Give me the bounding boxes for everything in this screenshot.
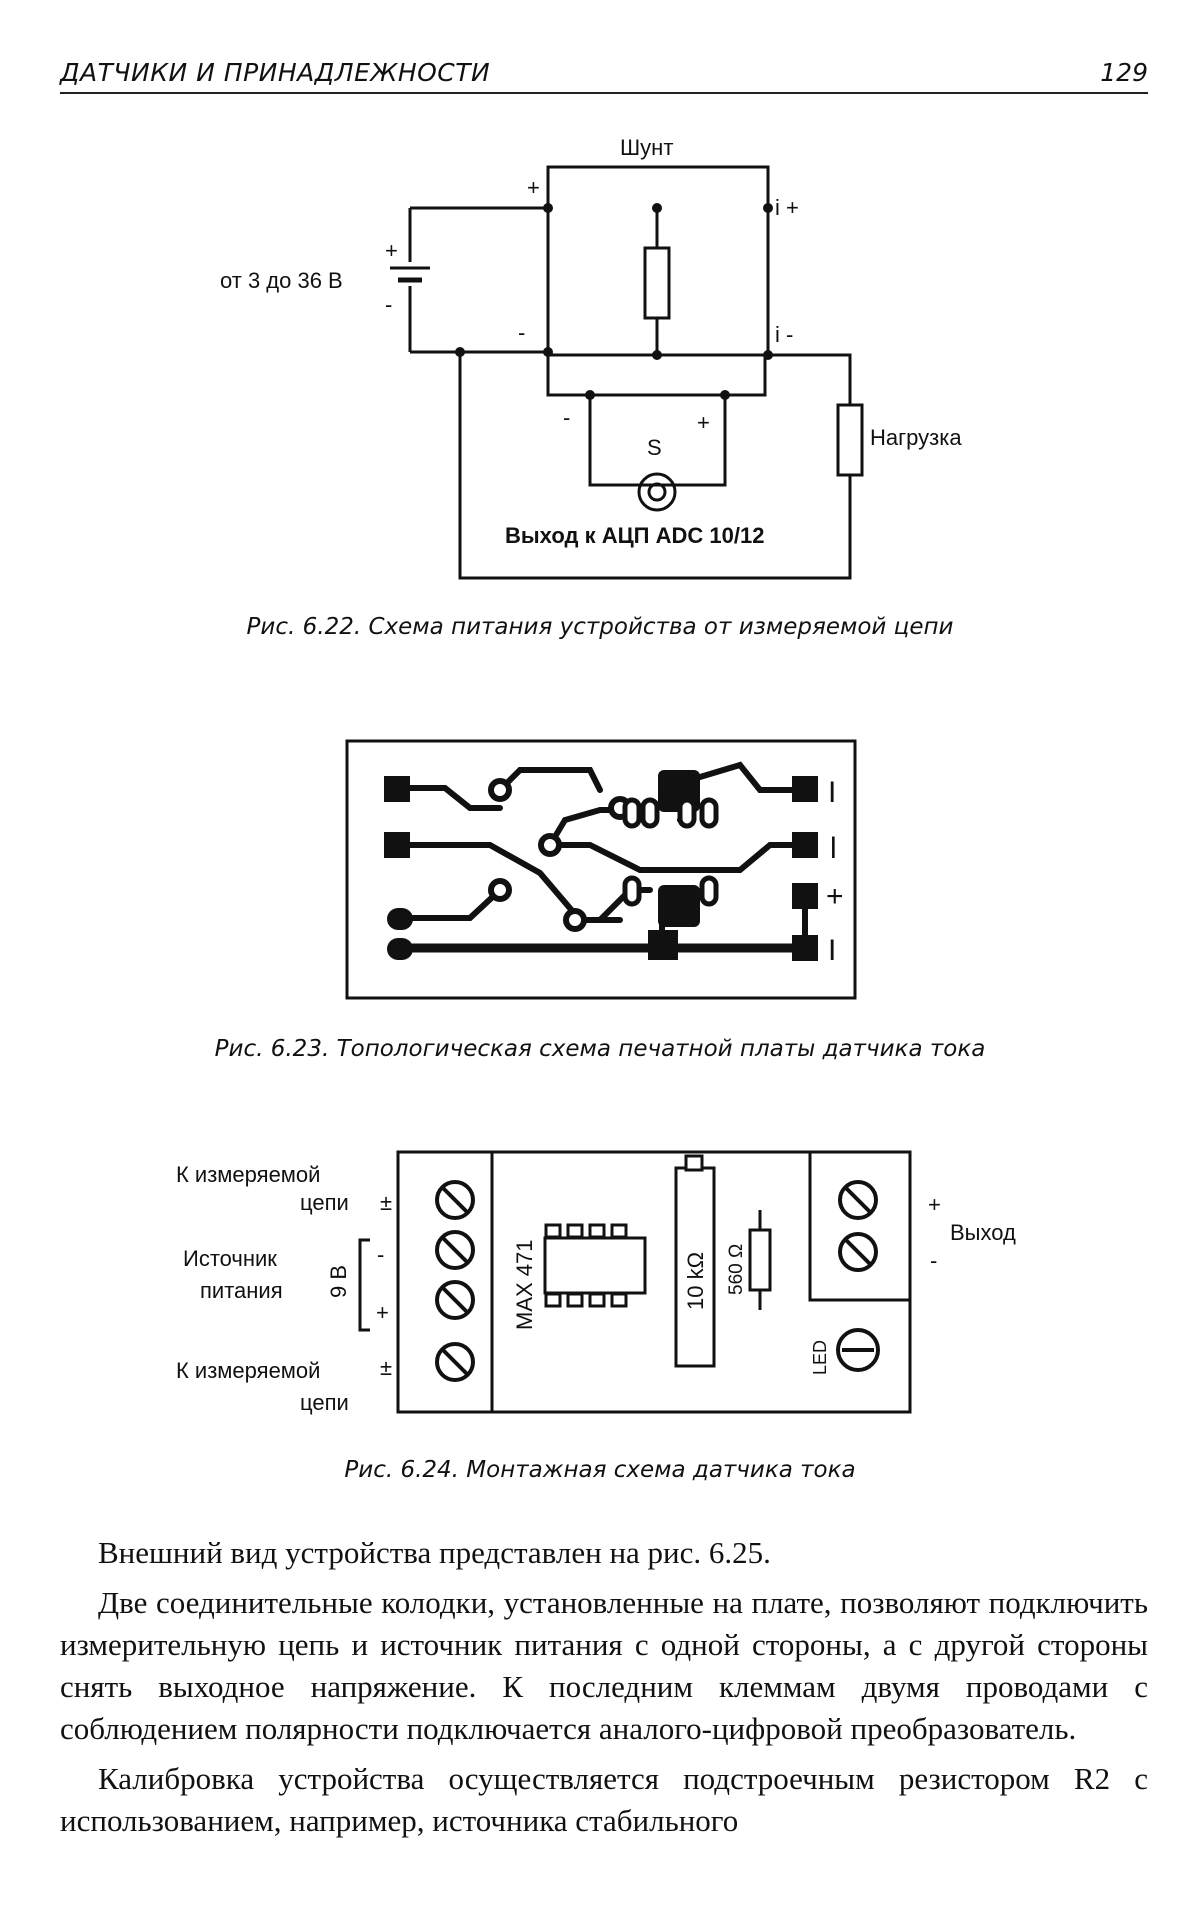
pcb-pin-label-4: I — [828, 934, 836, 967]
pcb-pin-label-2: l — [830, 832, 837, 865]
resistor-560-label: 560 Ω — [726, 1244, 747, 1295]
meas-circuit-label-bottom-1: К измеряемой — [176, 1358, 320, 1383]
body-text: Внешний вид устройства представлен на ри… — [60, 1532, 1148, 1842]
battery-minus-sign: - — [385, 292, 392, 317]
figure-6-23-pcb: I l + I — [345, 739, 857, 1000]
resistor-10k-label: 10 kΩ — [683, 1252, 708, 1310]
paragraph-1: Внешний вид устройства представлен на ри… — [98, 1535, 771, 1570]
page-number: 129 — [1100, 58, 1148, 87]
power-label-2: питания — [200, 1278, 283, 1303]
output-plus-sign: + — [928, 1192, 941, 1217]
output-minus-sign: - — [930, 1248, 937, 1273]
shunt-plus-sign: + — [527, 175, 540, 200]
figure-6-22-schematic: Шунт от 3 до 36 В i + i - Нагрузка S Вых… — [220, 135, 962, 580]
figure-6-22-caption: Рис. 6.22. Схема питания устройства от и… — [246, 614, 954, 640]
figure-6-24-mounting: К измеряемой цепи ± Источник питания 9 В… — [176, 1150, 1016, 1415]
figure-6-24-caption: Рис. 6.24. Монтажная схема датчика тока — [344, 1457, 856, 1483]
shunt-label: Шунт — [620, 135, 673, 160]
voltage-label: 9 В — [326, 1265, 351, 1298]
chip-label: MAX 471 — [512, 1240, 537, 1331]
i-plus-label: i + — [775, 195, 799, 220]
source-voltage-label: от 3 до 36 В — [220, 268, 343, 293]
paragraph-3: Калибровка устройства осуществляется под… — [60, 1761, 1148, 1838]
load-label: Нагрузка — [870, 425, 962, 450]
led-label: LED — [810, 1340, 830, 1375]
pcb-pin-label-3: + — [826, 880, 844, 913]
power-label-1: Источник — [183, 1246, 277, 1271]
battery-plus-sign: + — [385, 238, 398, 263]
shunt-minus-sign: - — [518, 320, 525, 345]
i-minus-label: i - — [775, 322, 793, 347]
meas-sign-top: ± — [380, 1190, 392, 1215]
s-plus-sign: + — [697, 410, 710, 435]
adc-output-label: Выход к АЦП ADC 10/12 — [505, 523, 764, 548]
power-plus-sign: + — [376, 1300, 389, 1325]
running-title: ДАТЧИКИ И ПРИНАДЛЕЖНОСТИ — [60, 58, 491, 87]
meas-circuit-label-top-1: К измеряемой — [176, 1162, 320, 1187]
s-label: S — [647, 435, 662, 460]
meas-circuit-label-top-2: цепи — [300, 1190, 349, 1215]
meas-sign-bottom: ± — [380, 1355, 392, 1380]
output-label: Выход — [950, 1220, 1016, 1245]
paragraph-2: Две соединительные колодки, установленны… — [60, 1585, 1148, 1746]
s-minus-sign: - — [563, 405, 570, 430]
pcb-pin-label-1: I — [828, 776, 836, 809]
figure-6-23-caption: Рис. 6.23. Топологическая схема печатной… — [214, 1036, 986, 1062]
power-minus-sign: - — [377, 1242, 384, 1267]
meas-circuit-label-bottom-2: цепи — [300, 1390, 349, 1415]
page-header: ДАТЧИКИ И ПРИНАДЛЕЖНОСТИ 129 — [60, 58, 1148, 94]
